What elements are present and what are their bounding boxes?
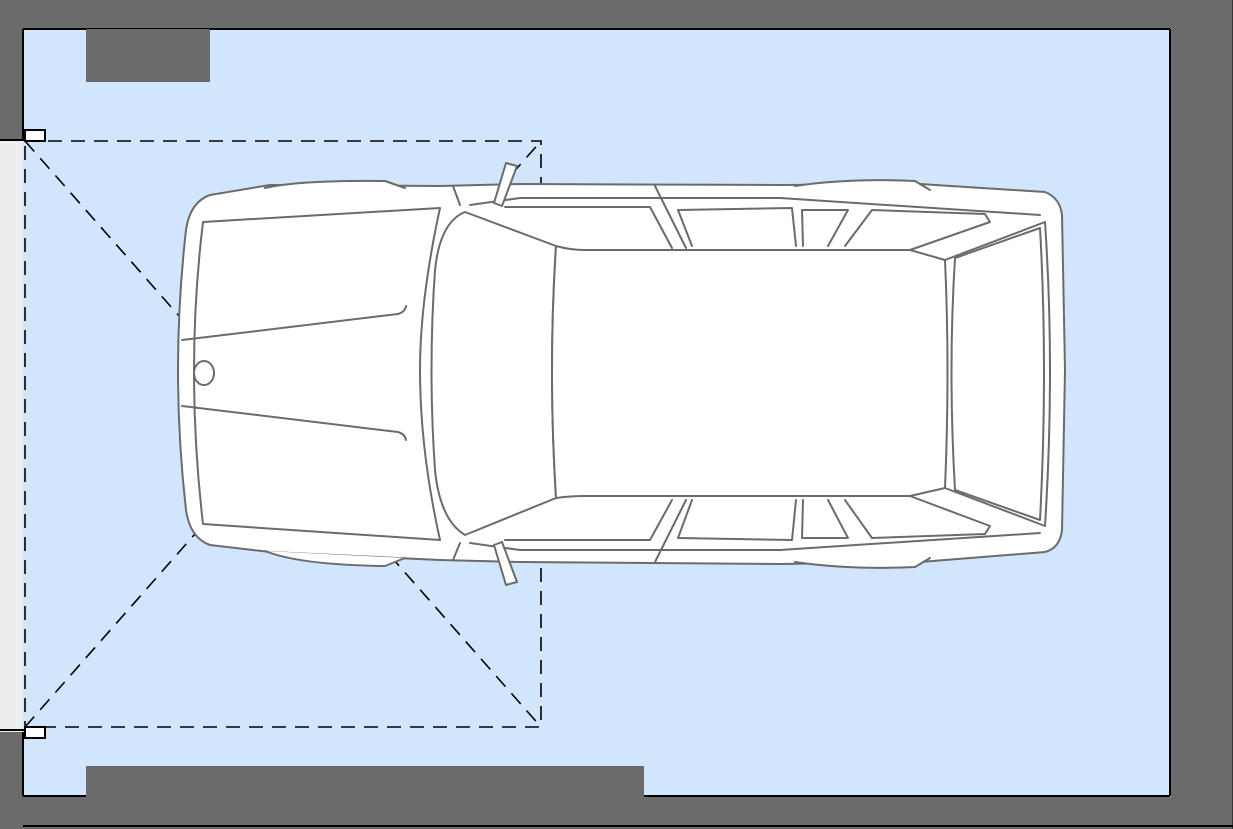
garage-opening bbox=[0, 140, 23, 732]
car-front-bump-top bbox=[264, 179, 406, 189]
car-rear-window bbox=[950, 227, 1045, 521]
right-wall bbox=[1171, 0, 1233, 829]
hood-emblem bbox=[193, 360, 215, 386]
car-front-bump-bottom bbox=[264, 550, 406, 567]
pillar-bottom-a bbox=[654, 499, 687, 563]
side-window-top-2 bbox=[677, 207, 797, 247]
side-window-bottom-3 bbox=[801, 499, 849, 539]
top-wall bbox=[0, 0, 1233, 29]
side-window-bottom-4 bbox=[844, 495, 991, 539]
mirror-right bbox=[493, 541, 518, 586]
hood-line-bottom bbox=[181, 405, 407, 441]
car-rear-bump-bottom bbox=[794, 557, 931, 569]
side-window-top-1 bbox=[504, 206, 673, 249]
car-roof bbox=[551, 245, 949, 499]
mirror-left bbox=[493, 162, 518, 207]
car-top-view-icon bbox=[177, 162, 1066, 586]
side-window-bottom-2 bbox=[677, 499, 797, 541]
door-hinge-top bbox=[24, 129, 46, 142]
hood-line-top bbox=[181, 305, 407, 341]
door-hinge-bottom bbox=[24, 726, 46, 739]
pillar-top-a bbox=[654, 185, 687, 249]
pillar-top-b bbox=[452, 185, 461, 206]
top-column bbox=[86, 29, 210, 82]
bottom-shelf bbox=[86, 766, 644, 797]
side-window-top-3 bbox=[801, 209, 849, 247]
side-window-bottom-1 bbox=[504, 499, 673, 541]
car-windshield bbox=[430, 211, 557, 536]
car-rear-bump-top bbox=[794, 179, 931, 191]
side-window-top-4 bbox=[844, 209, 991, 251]
pillar-bottom-b bbox=[452, 542, 461, 561]
bottom-wall bbox=[0, 797, 1233, 829]
car-hood bbox=[193, 207, 441, 541]
